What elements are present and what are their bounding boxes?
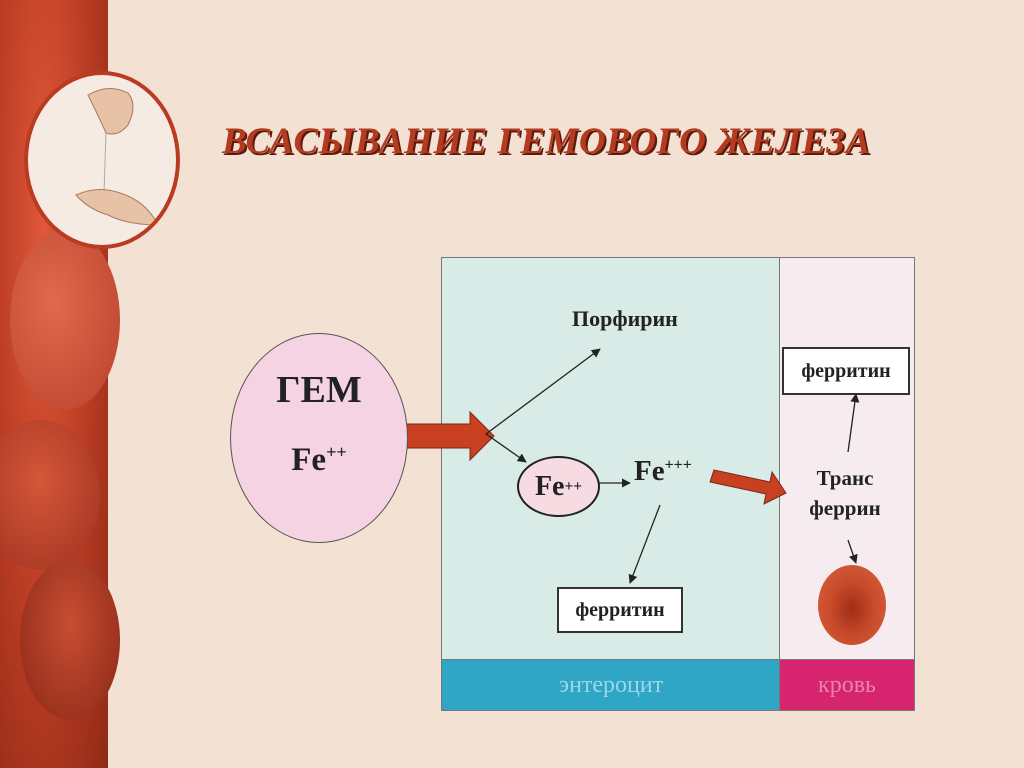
hands-illustration: [75, 88, 159, 226]
arrow-transferrin-to-ferritin: [847, 393, 860, 453]
porphyrin-label: Порфирин: [572, 306, 678, 331]
arrow-to-porphyrin: [485, 348, 601, 435]
slide-title: ВСАСЫВАНИЕ ГЕМОВОГО ЖЕЛЕЗА: [222, 121, 871, 162]
arrow-to-fe2: [485, 433, 527, 463]
transferrin-label: Транс феррин: [797, 463, 893, 523]
heme-circle: ГЕМ Fe++: [230, 333, 408, 543]
transferrin-line1: Транс: [816, 466, 874, 490]
ferrous-iron-oval: Fe++: [517, 456, 600, 517]
absorption-arrow: [406, 410, 495, 462]
transport-arrow: [709, 469, 787, 505]
erythrocyte-icon: [818, 565, 886, 645]
enterocyte-ferritin-box: ферритин: [557, 587, 683, 633]
ferric-iron-label: Fe+++: [634, 455, 692, 487]
blood-label: кровь: [779, 659, 915, 711]
hands-medallion-image: [24, 71, 180, 249]
enterocyte-label: энтероцит: [441, 659, 781, 711]
arrow-to-ferritin: [628, 504, 661, 584]
blood-ferritin-box: ферритин: [782, 347, 910, 395]
heme-iron-label: Fe++: [291, 442, 347, 478]
heme-label: ГЕМ: [276, 369, 362, 411]
transferrin-line2: феррин: [809, 496, 881, 520]
blood-cell-decoration: [10, 230, 120, 410]
blood-cell-decoration: [0, 420, 100, 570]
blood-cell-decoration: [20, 560, 120, 720]
arrow-transferrin-to-rbc: [847, 539, 858, 564]
